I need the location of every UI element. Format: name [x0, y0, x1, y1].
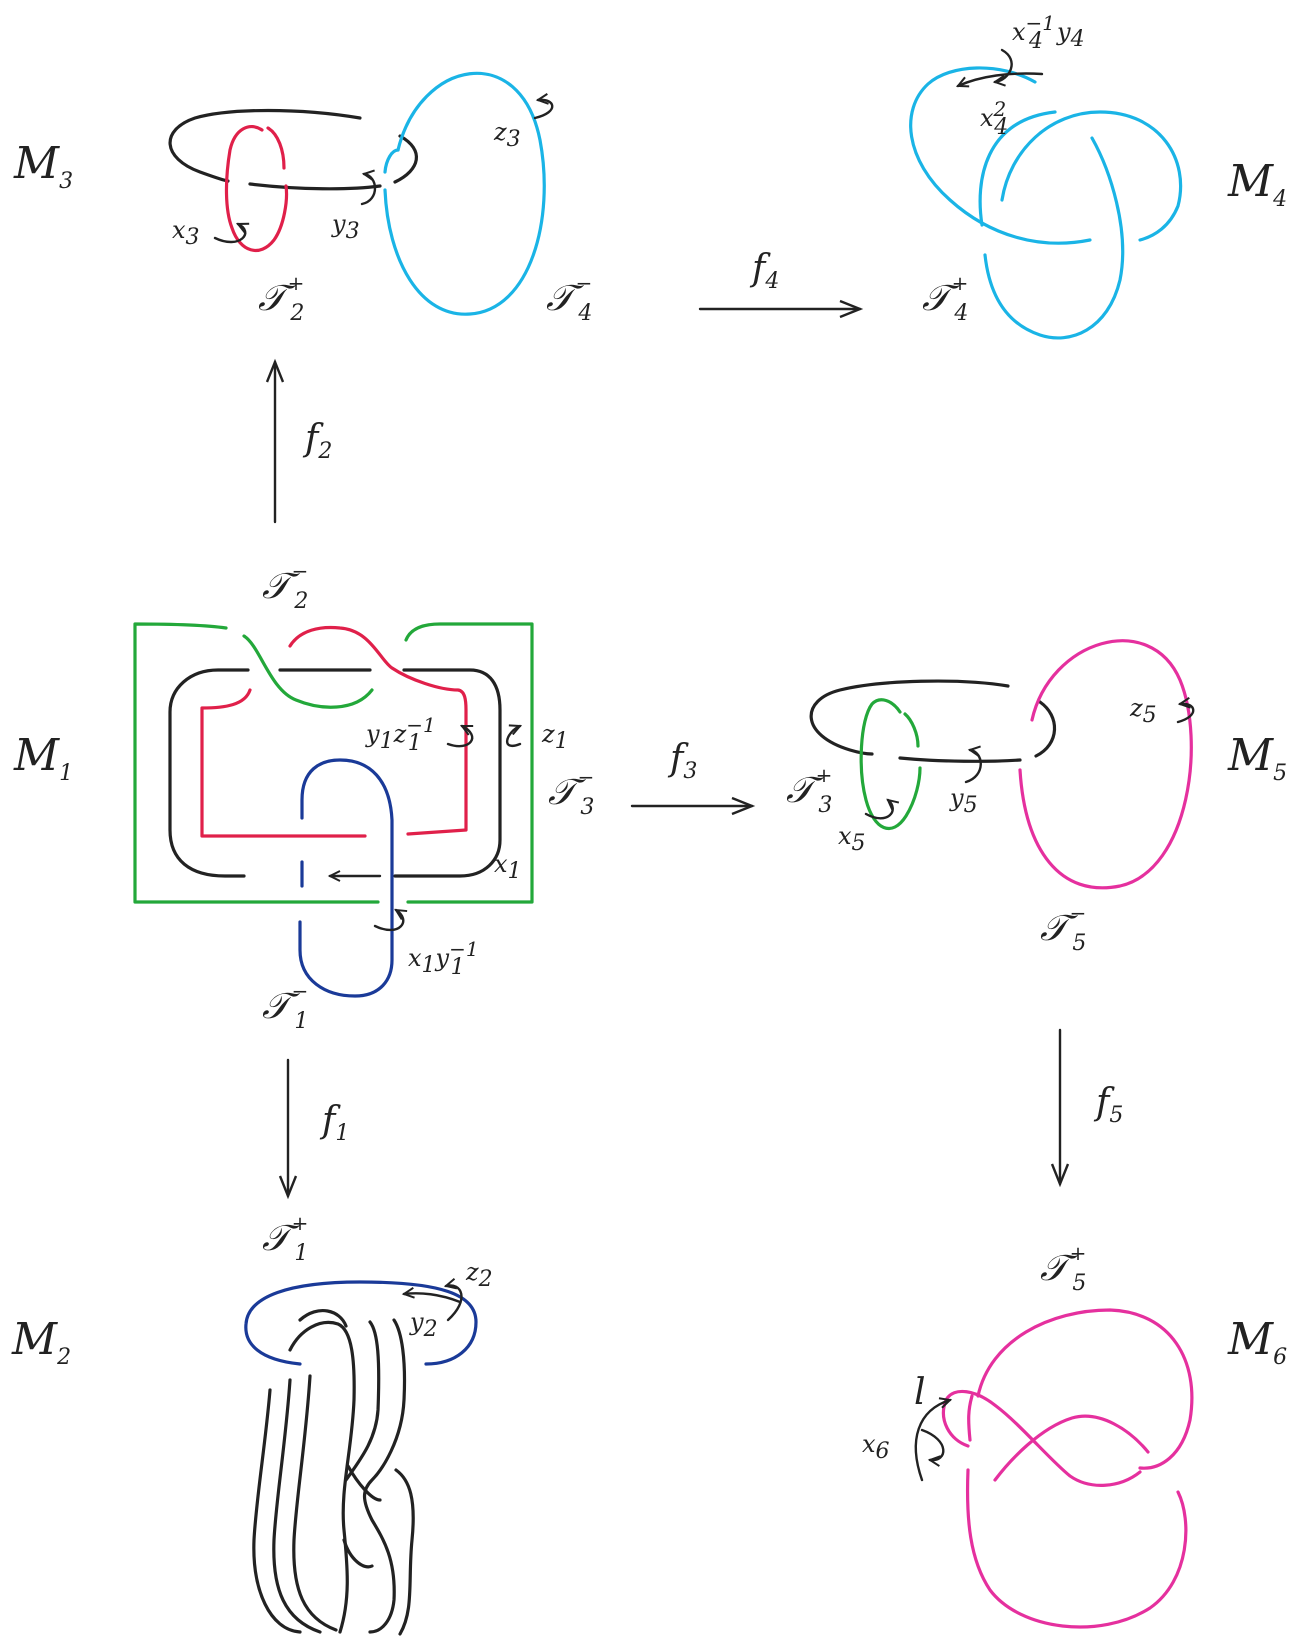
- z5-label: z5: [1129, 694, 1157, 728]
- z2-label: z2: [465, 1258, 493, 1292]
- x6-label: x6: [862, 1430, 890, 1464]
- m5-magenta-component: [1018, 639, 1193, 890]
- m6-label: M6: [1227, 1314, 1287, 1370]
- m6-knot-arc-1: [976, 1308, 1194, 1470]
- m1-green-component: [242, 634, 374, 709]
- m4-label: M4: [1227, 156, 1287, 212]
- m2-link: [244, 1277, 478, 1636]
- t5m-label: 𝒯−5: [1040, 901, 1086, 956]
- m4-trefoil-arc-1: [909, 66, 1092, 245]
- t2p-label: 𝒯+2: [258, 271, 304, 326]
- m2-strand-10: [342, 1538, 374, 1569]
- m2-strand-6: [344, 1320, 381, 1482]
- m2-label: M2: [11, 1314, 71, 1370]
- z2-loop-arrow: [443, 1277, 463, 1322]
- x1-label: x1: [494, 850, 522, 884]
- m1-green-component-b: [133, 622, 380, 904]
- m3-red-component-top: [266, 126, 286, 170]
- y5-label: y5: [949, 784, 978, 818]
- m1-link: [133, 622, 534, 998]
- m6-knot: [914, 1308, 1194, 1629]
- x5-loop-arrow: [864, 798, 900, 820]
- t1m-label: 𝒯−1: [262, 979, 308, 1034]
- x5-label: x5: [838, 822, 866, 856]
- x1y1inv-loop-arrow: [373, 908, 408, 932]
- y3-label: y3: [331, 210, 360, 244]
- m1-blue-component: [298, 758, 394, 998]
- m1-black-component-b: [393, 668, 502, 878]
- f5-label: f5: [1093, 1082, 1123, 1128]
- m2-strand-7: [362, 1318, 407, 1634]
- y1z1inv-loop-arrow: [446, 724, 474, 748]
- m5-green-component: [859, 698, 922, 830]
- x3-loop-arrow: [213, 222, 250, 244]
- m4-trefoil-arc-4: [978, 110, 1057, 227]
- f3-label: f3: [667, 738, 697, 784]
- m6-knot-arc-4: [965, 1468, 1188, 1629]
- t4p-label: 𝒯+4: [922, 271, 968, 326]
- m2-strand-8: [346, 1464, 382, 1502]
- t5p-label: 𝒯+5: [1040, 1241, 1086, 1296]
- t3m-label: 𝒯−3: [548, 765, 594, 820]
- t3p-label: 𝒯+3: [786, 763, 832, 818]
- m2-strand-2: [272, 1378, 322, 1634]
- z1-label: z1: [541, 720, 569, 754]
- y3-loop-arrow: [360, 169, 377, 206]
- m4-trefoil-arc-2: [1000, 110, 1183, 242]
- f1-label: f1: [319, 1100, 349, 1146]
- f2-label: f2: [302, 418, 332, 464]
- m1-black-component-c: [168, 668, 250, 878]
- m5-link: [809, 639, 1195, 890]
- m1-red-component: [288, 625, 468, 836]
- m3-red-component: [224, 125, 289, 252]
- t1p-label: 𝒯+1: [262, 1211, 308, 1266]
- l-loop-arrow: [914, 1397, 953, 1482]
- y2-label: y2: [409, 1308, 438, 1342]
- m6-knot-arc-3: [941, 1389, 1142, 1487]
- m2-strand-4: [288, 1320, 356, 1634]
- m2-strand-5: [298, 1309, 348, 1328]
- m3-link: [168, 71, 554, 316]
- m3-black-component-b: [248, 182, 382, 191]
- m3-cyan-component-b: [383, 148, 400, 174]
- m3-label: M3: [13, 138, 73, 194]
- t2m-label: 𝒯−2: [262, 559, 308, 614]
- z3-label: z3: [493, 118, 521, 152]
- z5-loop-arrow: [1176, 696, 1195, 724]
- y5-loop-arrow: [964, 745, 982, 784]
- m3-black-component: [168, 108, 362, 183]
- m3-black-component-c: [393, 134, 419, 184]
- x6-loop-arrow: [920, 1428, 945, 1467]
- l-label: l: [914, 1372, 926, 1413]
- m1-green-component-c: [404, 622, 534, 904]
- m4-trefoil-arc-3: [983, 136, 1125, 340]
- m2-strand-9: [394, 1468, 415, 1636]
- m2-blue-component: [244, 1280, 478, 1366]
- t4m-label: 𝒯−4: [546, 271, 592, 326]
- m5-green-component-top: [903, 712, 920, 748]
- f4-label: f4: [749, 248, 779, 294]
- m3-cyan-component: [383, 71, 546, 316]
- x4inv-y4-loop-arrow: [992, 48, 1013, 87]
- m2-strand-1: [252, 1388, 302, 1634]
- m1-red-component-b: [200, 688, 367, 838]
- m5-black-component-c: [1034, 700, 1057, 758]
- m4-trefoil: [909, 48, 1183, 340]
- z1-loop-arrow: [506, 724, 523, 747]
- m2-strand-3: [292, 1374, 338, 1632]
- m5-black-component-b: [898, 756, 1022, 763]
- m5-black-component: [809, 679, 1010, 756]
- m5-label: M5: [1227, 730, 1287, 786]
- m6-knot-arc-2: [993, 1414, 1150, 1482]
- y2-loop-arrow: [401, 1286, 462, 1304]
- m6-knot-arc-5: [967, 1394, 974, 1442]
- x3-label: x3: [172, 216, 200, 250]
- z3-loop-arrow: [533, 93, 554, 120]
- m1-label: M1: [13, 730, 73, 786]
